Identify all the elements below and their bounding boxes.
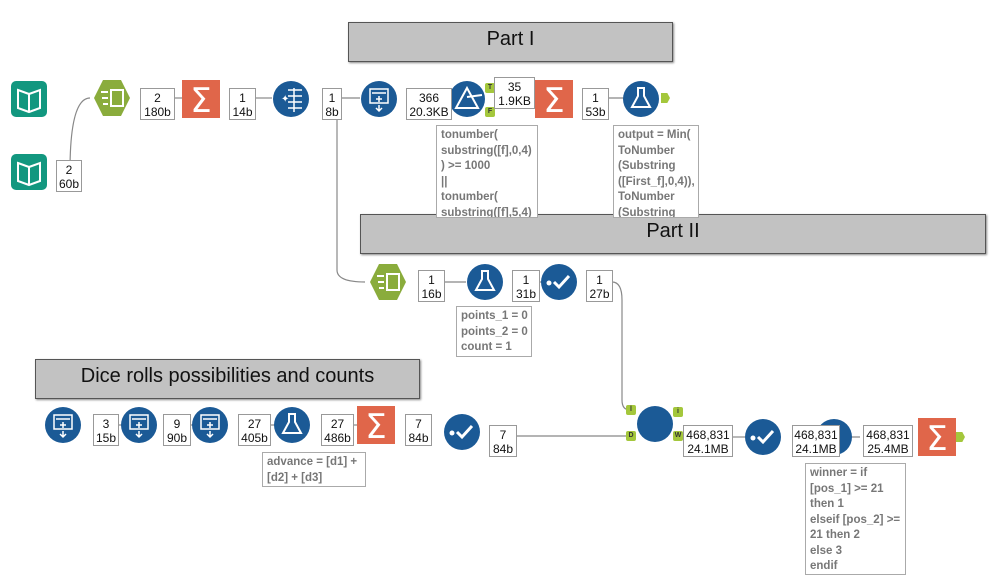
record-count: 27 [330, 417, 345, 431]
record-count: 2 [65, 163, 73, 177]
data-size: 20.3KB [409, 105, 449, 119]
join-j-anchor[interactable]: i [673, 407, 683, 417]
record-count: 3 [102, 417, 110, 431]
advance-annotation: advance = [d1] + [d2] + [d3] [262, 452, 366, 487]
multi-row-formula-tool[interactable]: ✦ [272, 80, 310, 118]
input-data-tool-1[interactable] [10, 80, 48, 118]
record-count: 7 [499, 428, 507, 442]
part1-header: Part I [348, 22, 673, 62]
data-size: 486b [324, 431, 351, 445]
record-count: 2 [154, 91, 161, 105]
select-tool-2[interactable] [369, 263, 407, 301]
record-count: 35 [507, 80, 522, 94]
select-records-tool-2[interactable] [443, 413, 481, 451]
data-size: 8b [325, 105, 339, 119]
select-records-tool[interactable] [540, 263, 578, 301]
filter-tool[interactable] [448, 80, 486, 118]
formula-tool-3[interactable] [273, 406, 311, 444]
true-anchor[interactable]: T [485, 83, 495, 93]
record-count: 468,831 [686, 428, 730, 442]
svg-text:Σ: Σ [190, 81, 211, 118]
data-size: 405b [241, 431, 268, 445]
formula-annotation-1: output = Min( ToNumber (Substring ([Firs… [613, 125, 699, 218]
data-size: 14b [232, 105, 253, 119]
filter-annotation: tonumber( substring([f],0,4) ) >= 1000 |… [436, 125, 538, 218]
summarize-tool-3[interactable]: Σ [357, 406, 395, 444]
join-left-anchor[interactable]: l [626, 405, 636, 415]
formula-tool-1[interactable] [622, 80, 660, 118]
svg-text:Σ: Σ [926, 419, 947, 456]
record-count: 1 [328, 91, 336, 105]
select-tool[interactable] [93, 79, 131, 117]
record-count: 468,831 [794, 428, 838, 442]
output-anchor[interactable] [956, 432, 965, 442]
data-size: 16b [421, 287, 442, 301]
record-count: 468,831 [866, 428, 910, 442]
data-size: 1.9KB [498, 94, 531, 108]
record-count: 1 [592, 91, 599, 105]
winner-annotation: winner = if [pos_1] >= 21 then 1 elseif … [805, 463, 906, 575]
summarize-tool-1[interactable]: Σ [182, 80, 220, 118]
record-count: 1 [239, 91, 246, 105]
record-count: 1 [522, 273, 530, 287]
record-count: 27 [247, 417, 262, 431]
join-right-anchor[interactable]: D [626, 431, 636, 441]
svg-text:Σ: Σ [543, 81, 564, 118]
summarize-tool-4[interactable]: Σ [918, 418, 956, 456]
data-size: 84b [408, 431, 429, 445]
part2-header: Part II [360, 214, 986, 254]
join-tool[interactable] [636, 405, 674, 443]
join-w-anchor[interactable]: W [673, 431, 683, 441]
select-records-tool-3[interactable] [744, 418, 782, 456]
output-anchor[interactable] [661, 93, 670, 103]
record-count: 366 [418, 91, 440, 105]
svg-text:✦: ✦ [281, 94, 289, 105]
data-size: 25.4MB [867, 442, 909, 456]
data-size: 15b [95, 431, 117, 445]
record-count: 7 [415, 417, 422, 431]
formula-tool-2[interactable] [466, 263, 504, 301]
false-anchor[interactable]: F [485, 107, 495, 117]
data-size: 24.1MB [795, 442, 837, 456]
input-data-tool-2[interactable] [10, 153, 48, 191]
record-count: 1 [428, 273, 435, 287]
summarize-tool-2[interactable]: Σ [535, 80, 573, 118]
data-size: 53b [585, 105, 606, 119]
data-size: 31b [515, 287, 537, 301]
dice-header: Dice rolls possibilities and counts [35, 359, 420, 399]
append-tool-a[interactable] [44, 406, 82, 444]
data-size: 84b [492, 442, 514, 456]
append-tool-b[interactable] [120, 406, 158, 444]
data-size: 60b [58, 177, 80, 191]
data-size: 27b [589, 287, 610, 301]
data-size: 180b [144, 105, 171, 119]
svg-text:Σ: Σ [365, 407, 386, 444]
record-count: 9 [173, 417, 181, 431]
record-count: 1 [596, 273, 603, 287]
append-tool-c[interactable] [191, 406, 229, 444]
data-size: 90b [166, 431, 188, 445]
points-annotation: points_1 = 0 points_2 = 0 count = 1 [456, 306, 532, 357]
data-size: 24.1MB [687, 442, 729, 456]
append-fields-tool[interactable] [360, 80, 398, 118]
